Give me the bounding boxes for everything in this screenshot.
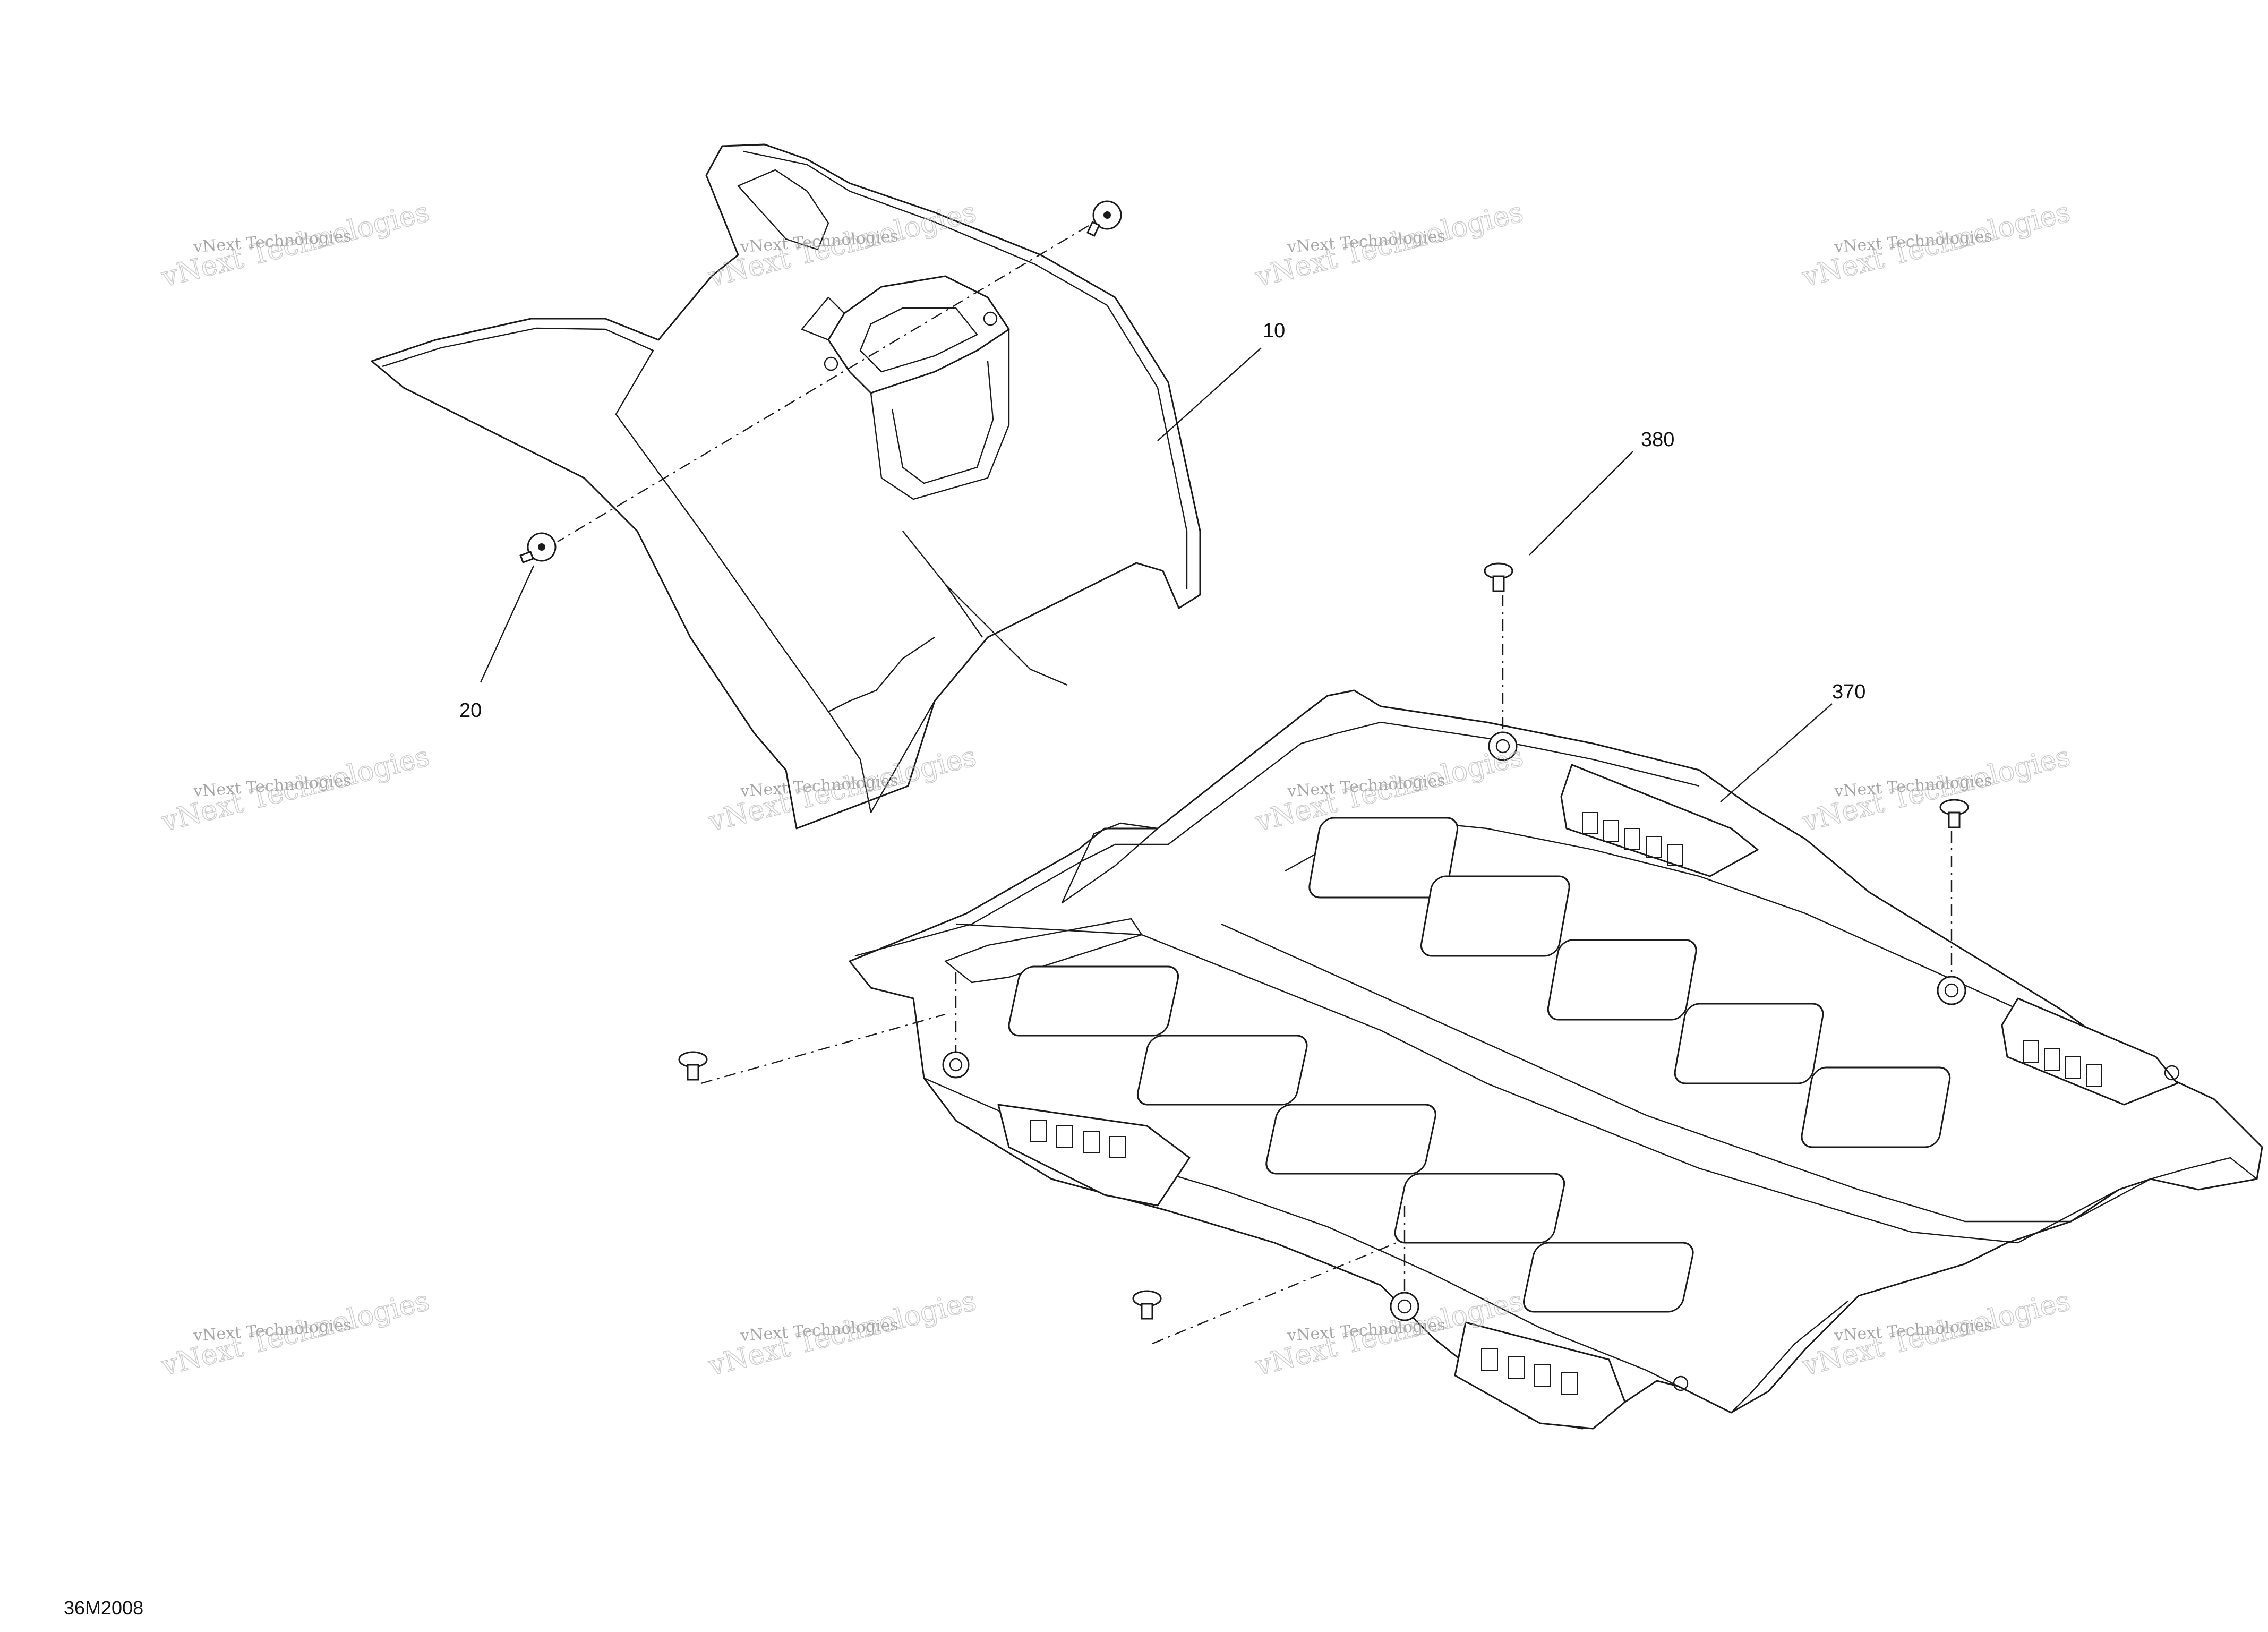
logo-bar [1667,844,1683,866]
skid-mount-hole-1-inner [1495,739,1510,754]
skid-plate-center-ridge-2 [1221,923,2151,1223]
skid-pad-upper-4 [1674,1003,1824,1084]
skid-corner-hole-1 [2164,1065,2180,1081]
skid-pad-lower-3 [1265,1104,1436,1175]
leader-370 [1720,703,1833,802]
skid-mount-hole-3 [942,1051,970,1079]
cover-rim-left [382,327,872,813]
cover-lower-fold [828,637,935,713]
cover-lower-pocket [870,329,1010,500]
fastener-shank [1492,575,1505,592]
cover-handle-recess [801,296,845,341]
fastener-380-bottom[interactable] [1132,1290,1162,1320]
callout-20: 20 [459,699,482,722]
skid-plate-side-tab [1061,822,1159,904]
skid-logo-bars [1030,812,2102,1395]
skid-pad-lower-2 [1136,1035,1308,1106]
logo-bar [1030,1120,1047,1142]
logo-bar [1561,1372,1578,1395]
logo-bar [1603,820,1619,842]
skid-pad-upper-3 [1547,939,1697,1021]
cover-side-fold-2 [945,584,1068,686]
callout-10: 10 [1263,320,1285,342]
watermark-r1c1: vNext Technologies vNext Technologies [158,196,433,294]
cover-panel-edge [403,387,755,733]
skid-plate-part-370[interactable] [849,689,2263,1430]
skid-mount-hole-3-inner [949,1058,963,1072]
logo-bar [1056,1125,1073,1148]
watermark-r3c1: vNext Technologies vNext Technologies [158,1285,433,1383]
cover-lower-pocket-inner [891,361,994,484]
cover-mount-hole-right [983,311,998,326]
skid-pad-upper-2 [1420,875,1570,957]
skid-plate-recess [944,918,1143,984]
callout-370: 370 [1832,681,1865,703]
fastener-shank [519,551,534,563]
skid-mount-hole-2 [1937,976,1966,1005]
logo-bar [1582,812,1598,834]
fastener-socket [1103,211,1111,219]
assembly-axis-380-left [700,1013,946,1084]
skid-plate-top-edge [854,721,1700,957]
assembly-axis-fastener-20 [557,225,1089,543]
logo-bar [2023,1040,2039,1063]
fastener-shank [687,1064,699,1081]
leader-380 [1529,451,1633,556]
logo-bar [1508,1356,1525,1379]
logo-bar [1109,1136,1126,1158]
leader-20 [480,565,535,683]
fastener-380-right[interactable] [1939,799,1969,828]
skid-pad-upper-5 [1801,1066,1951,1148]
fastener-380-left[interactable] [678,1051,708,1081]
fastener-shank [1141,1303,1153,1320]
cover-handle-inner [859,307,978,373]
callout-380: 380 [1641,429,1674,451]
skid-corner-hole-2 [1673,1375,1689,1391]
logo-bar [1083,1131,1100,1153]
cover-mount-hole-left [824,356,838,371]
skid-pad-lower-4 [1394,1173,1565,1244]
watermark-r1c4: vNext Technologies vNext Technologies [1799,196,2074,294]
skid-plate-center-ridge [955,923,2119,1244]
skid-pad-lower-1 [1008,965,1179,1037]
fastener-socket [538,543,545,551]
watermark-r2c4: vNext Technologies vNext Technologies [1799,740,2074,839]
skid-pad-upper-1 [1308,817,1459,899]
fastener-380-top[interactable] [1484,562,1513,592]
watermark-r3c2: vNext Technologies vNext Technologies [705,1285,980,1383]
skid-plate-rear-lip [1731,1301,1848,1413]
watermark-r1c3: vNext Technologies vNext Technologies [1252,196,1527,294]
cover-rim-inner [743,150,1188,589]
logo-bar [1646,836,1662,858]
skid-mount-hole-4 [1390,1292,1419,1321]
logo-bar [2044,1048,2060,1071]
drawing-number: 36M2008 [64,1597,143,1619]
skid-mount-hole-1 [1488,731,1518,761]
watermark-r2c1: vNext Technologies vNext Technologies [158,740,433,839]
skid-plate-front-lip [2150,1157,2257,1180]
fastener-shank [1086,221,1100,237]
assembly-axis-380-bottom [1152,1242,1397,1345]
skid-mount-hole-4-inner [1397,1299,1412,1314]
fastener-20-right[interactable] [1086,200,1122,237]
leader-10 [1157,347,1262,441]
logo-bar [1534,1364,1551,1387]
cover-part-10[interactable] [371,143,1201,830]
cover-side-fold [870,562,1137,813]
logo-bar [2086,1064,2102,1087]
logo-bar [1624,828,1640,850]
logo-bar [2065,1056,2081,1079]
logo-bar [1481,1348,1498,1371]
fastener-shank [1948,811,1961,828]
cover-handle-slot [737,169,829,251]
skid-logo-plate-2 [2001,997,2178,1106]
fastener-20-left[interactable] [519,532,557,563]
skid-mount-hole-2-inner [1944,983,1959,998]
skid-logo-plate-1 [1560,764,1759,877]
skid-pad-lower-5 [1523,1242,1694,1313]
